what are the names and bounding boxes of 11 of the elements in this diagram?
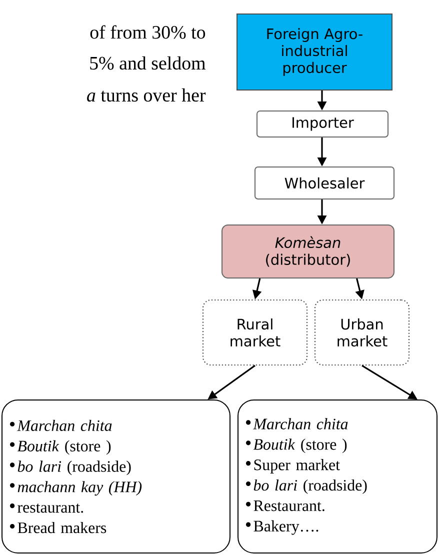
- list-box: Marchan chita Boutik (store ) Super market bo lari (roadside) Restaurant. Bakery….: [238, 400, 438, 554]
- list-box: Marchan chita Boutik (store ) bo lari (roadside) machann kay (HH) restaurant. Bread makers: [2, 400, 230, 554]
- market-box: Urban market: [314, 299, 410, 366]
- process-box: Foreign Agro-industrial producer: [236, 14, 392, 90]
- process-box: Komèsan (distributor): [222, 224, 394, 278]
- market-box: Rural market: [202, 299, 308, 366]
- body-text: 5% and seldom: [90, 56, 206, 70]
- body-text: a turns over her: [87, 88, 206, 102]
- process-box: Wholesaler: [254, 166, 394, 200]
- body-text: of from 30% to: [90, 25, 206, 39]
- process-box: Importer: [256, 110, 388, 138]
